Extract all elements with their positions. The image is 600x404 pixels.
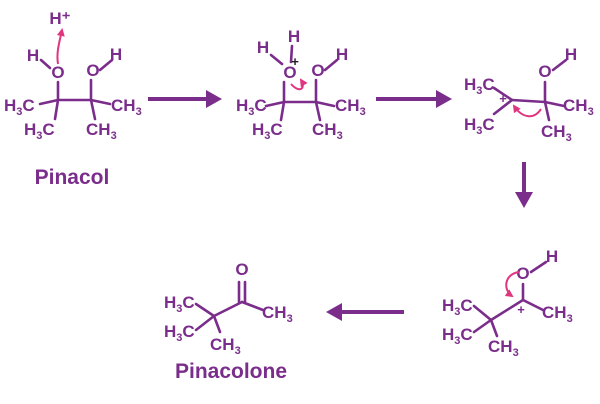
bond: [38, 98, 60, 106]
oxygen-atom: O: [235, 260, 248, 279]
methyl-group: CH3: [111, 96, 142, 118]
reaction-arrow-step-2: [376, 90, 452, 108]
bond: [323, 58, 339, 72]
oxygen-atom: O: [51, 63, 64, 82]
bond: [314, 100, 336, 108]
bond: [89, 98, 112, 106]
oxygen-atom: O: [516, 264, 529, 283]
methyl-group: H3C: [464, 75, 495, 97]
hydrogen-atom: H: [27, 46, 39, 65]
curved-arrow-icon: [290, 78, 308, 91]
hydrogen-atom: H: [336, 45, 348, 64]
bond: [489, 298, 525, 322]
pinacolone-label: Pinacolone: [175, 360, 287, 383]
positive-charge: +: [499, 91, 507, 106]
bond: [472, 304, 493, 322]
reaction-arrow-step-4: [326, 303, 404, 321]
bond: [529, 260, 548, 274]
methyl-group: CH3: [335, 96, 366, 118]
hydrogen-atom: H: [288, 27, 300, 46]
hydrogen-atom: H: [546, 247, 558, 266]
curved-arrow-icon: [512, 104, 542, 118]
bond: [510, 98, 547, 104]
methyl-group: CH3: [262, 303, 293, 325]
methyl-group: H3C: [442, 296, 473, 318]
proton: H⁺: [49, 9, 70, 28]
bond: [289, 44, 294, 64]
bond: [194, 302, 216, 318]
curved-arrow-icon: [504, 271, 520, 298]
methyl-group: CH3: [541, 122, 572, 144]
bond: [279, 100, 286, 122]
methyl-group: CH3: [563, 96, 594, 118]
bond: [492, 98, 514, 116]
methyl-group: CH3: [488, 337, 519, 359]
methyl-group: CH3: [312, 120, 343, 142]
bond: [212, 314, 222, 334]
pinacol-label: Pinacol: [35, 166, 110, 189]
reaction-arrow-step-3: [515, 162, 533, 208]
bond: [39, 58, 52, 70]
bond: [543, 100, 566, 108]
oxygen-atom: O: [311, 61, 324, 80]
hydrogen-atom: H: [110, 45, 122, 64]
bond: [264, 100, 286, 108]
methyl-group: H3C: [464, 115, 495, 137]
bond: [194, 314, 216, 332]
methyl-group: H3C: [4, 96, 35, 118]
bond: [240, 300, 265, 312]
curved-arrow-icon: [56, 28, 65, 65]
methyl-group: H3C: [164, 322, 195, 344]
bond: [489, 318, 499, 338]
bond: [543, 100, 551, 122]
bond: [89, 98, 97, 121]
bond: [269, 53, 284, 66]
oxygen-atom: O: [86, 61, 99, 80]
bond: [551, 58, 568, 72]
bond: [53, 98, 60, 121]
oxygen-atom: O: [538, 62, 551, 81]
methyl-group: CH3: [86, 120, 117, 142]
bond: [98, 58, 114, 72]
methyl-group: H3C: [236, 96, 267, 118]
methyl-group: CH3: [542, 303, 573, 325]
methyl-group: H3C: [24, 120, 55, 142]
positive-charge: +: [517, 302, 525, 317]
methyl-group: H3C: [164, 293, 195, 315]
bond: [492, 86, 514, 102]
reaction-arrow-step-1: [148, 90, 222, 108]
oxygen-atom: O: [283, 63, 296, 82]
bond: [212, 300, 244, 318]
methyl-group: H3C: [442, 325, 473, 347]
bond: [521, 298, 545, 312]
hydrogen-atom: H: [565, 45, 577, 64]
hydrogen-atom: H: [257, 38, 269, 57]
methyl-group: CH3: [210, 335, 241, 357]
methyl-group: H3C: [252, 120, 283, 142]
bond: [472, 318, 493, 334]
bond: [314, 100, 322, 122]
positive-charge: +: [291, 54, 299, 69]
